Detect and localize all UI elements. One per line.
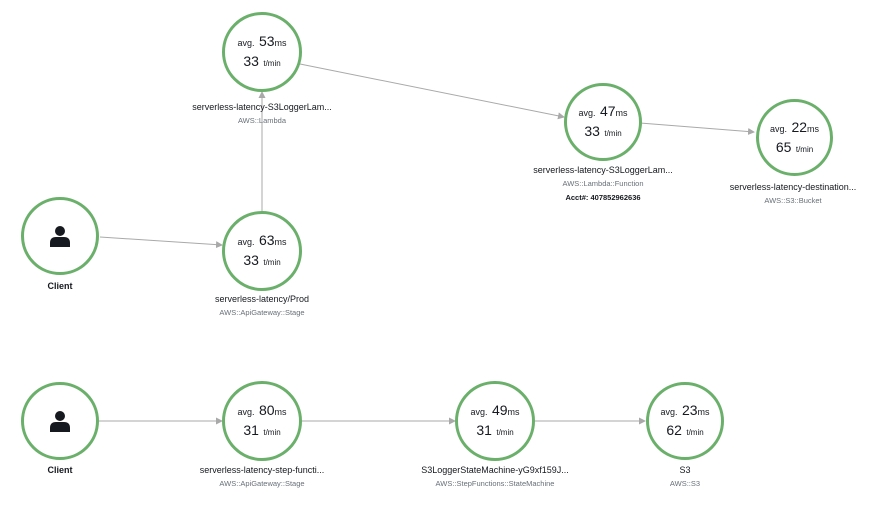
node-type: AWS::Lambda: [237, 116, 287, 125]
avg-latency: 22: [791, 118, 808, 135]
throughput-row: 33 t/min: [243, 252, 281, 268]
avg-latency: 53: [258, 33, 275, 49]
lambda-function-stats: avg. 47ms 33 t/min: [567, 102, 639, 142]
node-name: S3LoggerStateMachine-yG9xf159J...: [421, 465, 569, 475]
latency-row: avg. 23ms: [660, 402, 710, 418]
edge-lambda-to-lambda-fn[interactable]: [299, 63, 565, 120]
node-name: serverless-latency-destination...: [729, 182, 857, 192]
edge-client-to-apigw[interactable]: [99, 236, 223, 249]
apigw-step-function-stats: avg. 80ms 31 t/min: [225, 401, 299, 441]
node-type: AWS::ApiGateway::Stage: [219, 479, 305, 488]
lambda-function-label-block: serverless-latency-S3LoggerLam... AWS::L…: [533, 165, 673, 202]
avg-latency: 23: [681, 402, 698, 418]
throughput-row: 62 t/min: [666, 422, 704, 438]
latency-row: avg. 22ms: [769, 118, 820, 135]
lambda-node[interactable]: avg. 53ms 33 t/min: [222, 12, 302, 92]
s3-label-block: S3 AWS::S3: [670, 465, 700, 488]
apigw-prod-node[interactable]: avg. 63ms 33 t/min: [222, 211, 302, 291]
edge-lambda-fn-to-s3-bucket[interactable]: [639, 122, 755, 136]
client-name: Client: [47, 281, 73, 291]
state-machine-label-block: S3LoggerStateMachine-yG9xf159J... AWS::S…: [421, 465, 569, 488]
node-name: serverless-latency-S3LoggerLam...: [192, 102, 332, 112]
account-id: Acct#: 407852962636: [565, 193, 641, 202]
throughput: 33: [584, 123, 600, 139]
throughput-row: 33 t/min: [243, 53, 281, 69]
latency-row: avg. 53ms: [237, 33, 287, 49]
throughput-row: 31 t/min: [243, 422, 281, 438]
node-type: AWS::S3::Bucket: [764, 196, 822, 205]
node-type: AWS::Lambda::Function: [562, 179, 644, 188]
lambda-function-node[interactable]: avg. 47ms 33 t/min: [564, 83, 642, 161]
node-name: serverless-latency-S3LoggerLam...: [533, 165, 673, 175]
throughput-row: 65 t/min: [775, 138, 814, 155]
apigw-step-function-label-block: serverless-latency-step-functi... AWS::A…: [200, 465, 325, 488]
state-machine-stats: avg. 49ms 31 t/min: [458, 401, 532, 441]
node-name: serverless-latency/Prod: [214, 294, 310, 304]
node-name: serverless-latency-step-functi...: [199, 465, 325, 475]
throughput: 62: [666, 422, 682, 438]
avg-latency: 47: [599, 103, 616, 119]
apigw-prod-label-block: serverless-latency/Prod AWS::ApiGateway:…: [215, 294, 309, 317]
throughput: 31: [243, 422, 259, 438]
avg-latency: 80: [258, 402, 275, 418]
lambda-stats: avg. 53ms 33 t/min: [225, 32, 299, 72]
s3-bucket-label-block: serverless-latency-destination... AWS::S…: [730, 182, 857, 205]
node-type: AWS::ApiGateway::Stage: [219, 308, 305, 317]
throughput: 31: [476, 422, 492, 438]
client-label-block: Client: [47, 281, 72, 291]
state-machine-node[interactable]: avg. 49ms 31 t/min: [455, 381, 535, 461]
node-name: S3: [679, 465, 691, 475]
throughput-row: 33 t/min: [584, 123, 622, 139]
throughput: 65: [775, 138, 792, 155]
node-type: AWS::StepFunctions::StateMachine: [435, 479, 555, 488]
avg-latency: 49: [491, 402, 508, 418]
client-node-2[interactable]: [21, 382, 99, 460]
apigw-step-function-node[interactable]: avg. 80ms 31 t/min: [222, 381, 302, 461]
throughput: 33: [243, 53, 259, 69]
s3-stats: avg. 23ms 62 t/min: [649, 401, 721, 441]
node-type: AWS::S3: [669, 479, 701, 488]
apigw-prod-stats: avg. 63ms 33 t/min: [225, 231, 299, 271]
latency-row: avg. 47ms: [578, 103, 628, 119]
s3-bucket-node[interactable]: avg. 22ms 65 t/min: [756, 99, 833, 176]
throughput: 33: [243, 252, 259, 268]
client-name: Client: [47, 465, 73, 475]
throughput-row: 31 t/min: [476, 422, 514, 438]
latency-row: avg. 80ms: [237, 402, 287, 418]
client-2-label-block: Client: [47, 465, 72, 475]
user-icon: [50, 226, 70, 247]
client-node[interactable]: [21, 197, 99, 275]
s3-bucket-stats: avg. 22ms 65 t/min: [759, 118, 830, 158]
lambda-label-block: serverless-latency-S3LoggerLam... AWS::L…: [192, 102, 332, 125]
latency-row: avg. 63ms: [237, 232, 287, 248]
user-icon: [50, 411, 70, 432]
avg-latency: 63: [258, 232, 275, 248]
latency-row: avg. 49ms: [470, 402, 520, 418]
s3-node[interactable]: avg. 23ms 62 t/min: [646, 382, 724, 460]
